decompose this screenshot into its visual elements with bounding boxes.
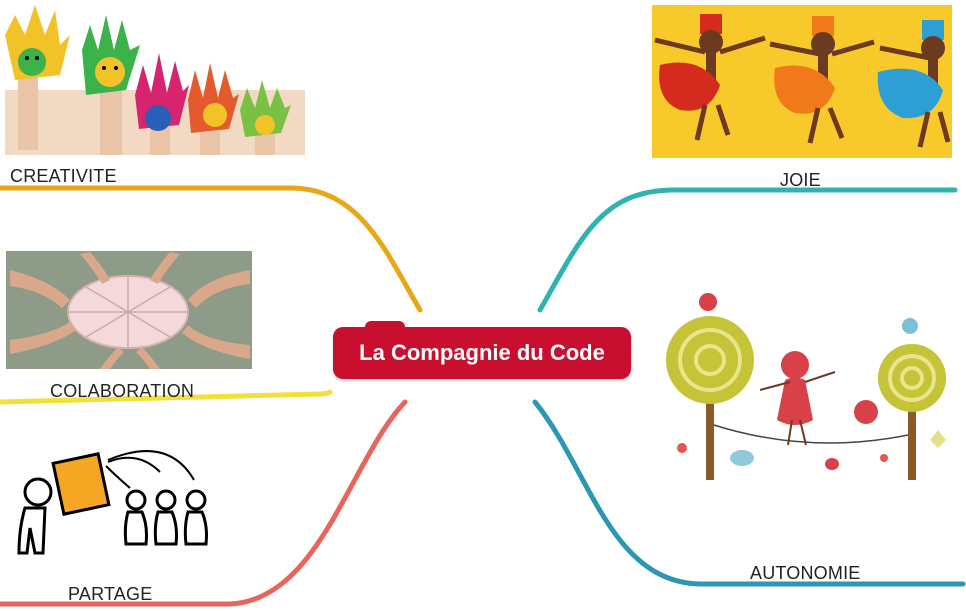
hand-3 [135, 53, 189, 155]
central-topic-label: La Compagnie du Code [359, 340, 605, 365]
branch-line-partage [0, 399, 408, 607]
hand-5 [240, 80, 291, 155]
branch-label-autonomie[interactable]: AUTONOMIE [750, 563, 861, 583]
dancing-figures-image [652, 5, 952, 158]
branch-label-partage[interactable]: PARTAGE [68, 584, 153, 604]
hands-sharing-cake-image [6, 251, 252, 369]
dancer-blue [877, 20, 951, 148]
branch-line-creativite [0, 185, 423, 313]
central-topic-tab [365, 321, 405, 331]
branch-line-joie [537, 187, 958, 313]
branch-line-colaboration [0, 389, 333, 405]
branch-label-creativite[interactable]: CREATIVITE [10, 166, 117, 186]
central-topic[interactable]: La Compagnie du Code [333, 327, 631, 379]
branch-label-joie[interactable]: JOIE [780, 170, 821, 190]
hand-2 [82, 15, 140, 155]
tightrope-walker [759, 351, 836, 446]
sharing-sketch-image [17, 450, 208, 555]
dancer-orange [769, 16, 875, 144]
hand-1 [5, 5, 70, 150]
hand-4 [188, 63, 239, 155]
painted-hands-image [5, 5, 305, 155]
branch-line-autonomie [532, 399, 966, 587]
branch-label-colaboration[interactable]: COLABORATION [50, 381, 195, 401]
dancer-red [654, 14, 766, 141]
tightrope-illustration-image [666, 293, 946, 480]
